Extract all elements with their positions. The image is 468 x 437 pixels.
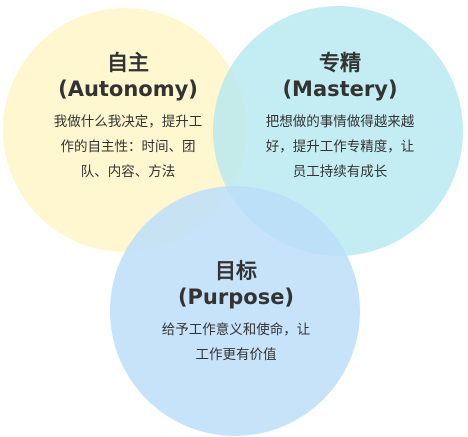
autonomy-subtitle: (Autonomy) <box>58 77 198 101</box>
mastery-description: 把想做的事情做得越来越 好，提升工作专精度，让 员工持续有成长 <box>240 110 440 185</box>
purpose-description: 给予工作意义和使命，让 工作更有价值 <box>132 318 340 368</box>
mastery-desc-line: 把想做的事情做得越来越 <box>265 114 415 130</box>
autonomy-desc-line: 队、内容、方法 <box>80 164 176 180</box>
mastery-subtitle: (Mastery) <box>282 77 398 101</box>
autonomy-description: 我做什么我决定，提升工 作的自主性：时间、团 队、内容、方法 <box>28 110 228 185</box>
purpose-circle <box>110 186 360 436</box>
autonomy-desc-line: 作的自主性：时间、团 <box>60 139 196 155</box>
mastery-block: 专精 (Mastery) 把想做的事情做得越来越 好，提升工作专精度，让 员工持… <box>240 50 440 185</box>
mastery-desc-line: 好，提升工作专精度，让 <box>265 139 415 155</box>
mastery-desc-line: 员工持续有成长 <box>292 164 388 180</box>
purpose-block: 目标 (Purpose) 给予工作意义和使命，让 工作更有价值 <box>132 258 340 368</box>
autonomy-desc-line: 我做什么我决定，提升工 <box>53 114 203 130</box>
mastery-title: 专精 <box>319 51 361 75</box>
autonomy-title: 自主 <box>107 51 149 75</box>
purpose-desc-line: 给予工作意义和使命，让 <box>161 322 311 338</box>
autonomy-block: 自主 (Autonomy) 我做什么我决定，提升工 作的自主性：时间、团 队、内… <box>28 50 228 185</box>
purpose-title: 目标 <box>215 259 257 283</box>
purpose-desc-line: 工作更有价值 <box>195 347 277 363</box>
purpose-subtitle: (Purpose) <box>177 285 295 309</box>
